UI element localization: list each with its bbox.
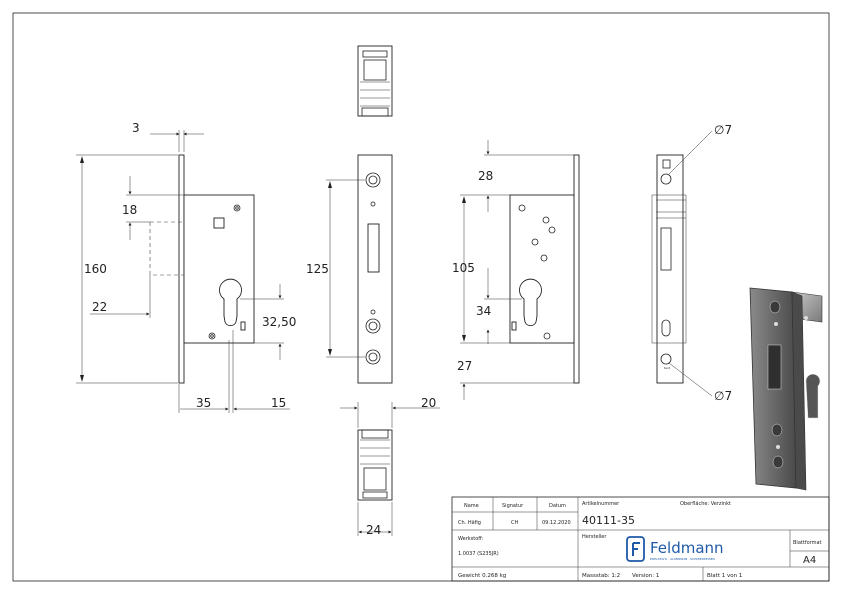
drawing-frame: [12, 12, 830, 582]
tb-oberflaeche: Oberfläche: Verzinkt: [680, 501, 731, 507]
front-view: [149, 154, 255, 384]
dim-160: 160: [84, 262, 107, 276]
dim-125: 125: [306, 262, 329, 276]
tb-blattformat-label: Blattformat: [793, 540, 822, 546]
dim-22: 22: [92, 300, 107, 314]
dim-35: 35: [196, 396, 211, 410]
tb-blattformat-value: A4: [803, 555, 816, 566]
faceplate-dimensions: [326, 179, 365, 358]
title-block: [451, 496, 830, 582]
rear-view: [509, 154, 580, 384]
diameter-leaders: [668, 130, 713, 397]
rear-dimensions: [460, 140, 574, 400]
tb-hersteller-label: Hersteller: [582, 534, 607, 540]
logo-subtext: EDELSTAHL · ALUMINIUM · SCHMIEDEEISEN: [650, 557, 715, 561]
dim-18: 18: [122, 203, 137, 217]
dim-3: 3: [132, 121, 140, 135]
bottom-dimensions: [340, 402, 440, 536]
tb-signatur-label: Signatur: [502, 503, 524, 509]
top-view: [357, 45, 393, 117]
dim-34: 34: [476, 304, 491, 318]
faceplate-view: [357, 154, 393, 384]
dim-27: 27: [457, 359, 472, 373]
dim-28: 28: [478, 169, 493, 183]
dim-24: 24: [366, 523, 381, 537]
dim-15: 15: [271, 396, 286, 410]
dim-diameter-bottom: ∅7: [714, 389, 732, 403]
bottom-view: [357, 429, 393, 501]
isometric-render: [749, 287, 823, 491]
dim-105: 105: [452, 261, 475, 275]
tb-article-number: 40111-35: [582, 514, 635, 527]
tb-name-label: Name: [464, 503, 479, 509]
side-view: text: [651, 154, 687, 384]
tb-werkstoff-value: 1.0037 (S235JR): [458, 551, 499, 557]
feldmann-logo: Feldmann EDELSTAHL · ALUMINIUM · SCHMIED…: [626, 536, 724, 562]
tb-datum-value: 09.12.2020: [542, 520, 571, 526]
tb-version: Version: 1: [632, 573, 659, 579]
dim-32-50: 32,50: [262, 315, 296, 329]
svg-text:text: text: [664, 366, 671, 370]
tb-werkstoff-label: Werkstoff:: [458, 536, 484, 542]
dim-diameter-top: ∅7: [714, 123, 732, 137]
tb-massstab: Massstab: 1:2: [582, 573, 620, 579]
feldmann-logo-icon: [626, 536, 645, 562]
tb-datum-label: Datum: [549, 503, 566, 509]
front-dimensions: [76, 130, 290, 413]
tb-artikelnummer-label: Artikelnummer: [582, 501, 620, 507]
tb-blatt: Blatt 1 von 1: [707, 573, 742, 579]
tb-gewicht: Gewicht 0.268 kg: [458, 573, 506, 579]
tb-signatur-value: CH: [511, 520, 518, 526]
dim-20: 20: [421, 396, 436, 410]
logo-text: Feldmann: [650, 539, 724, 557]
tb-name-value: Ch. Häfig: [458, 520, 481, 526]
